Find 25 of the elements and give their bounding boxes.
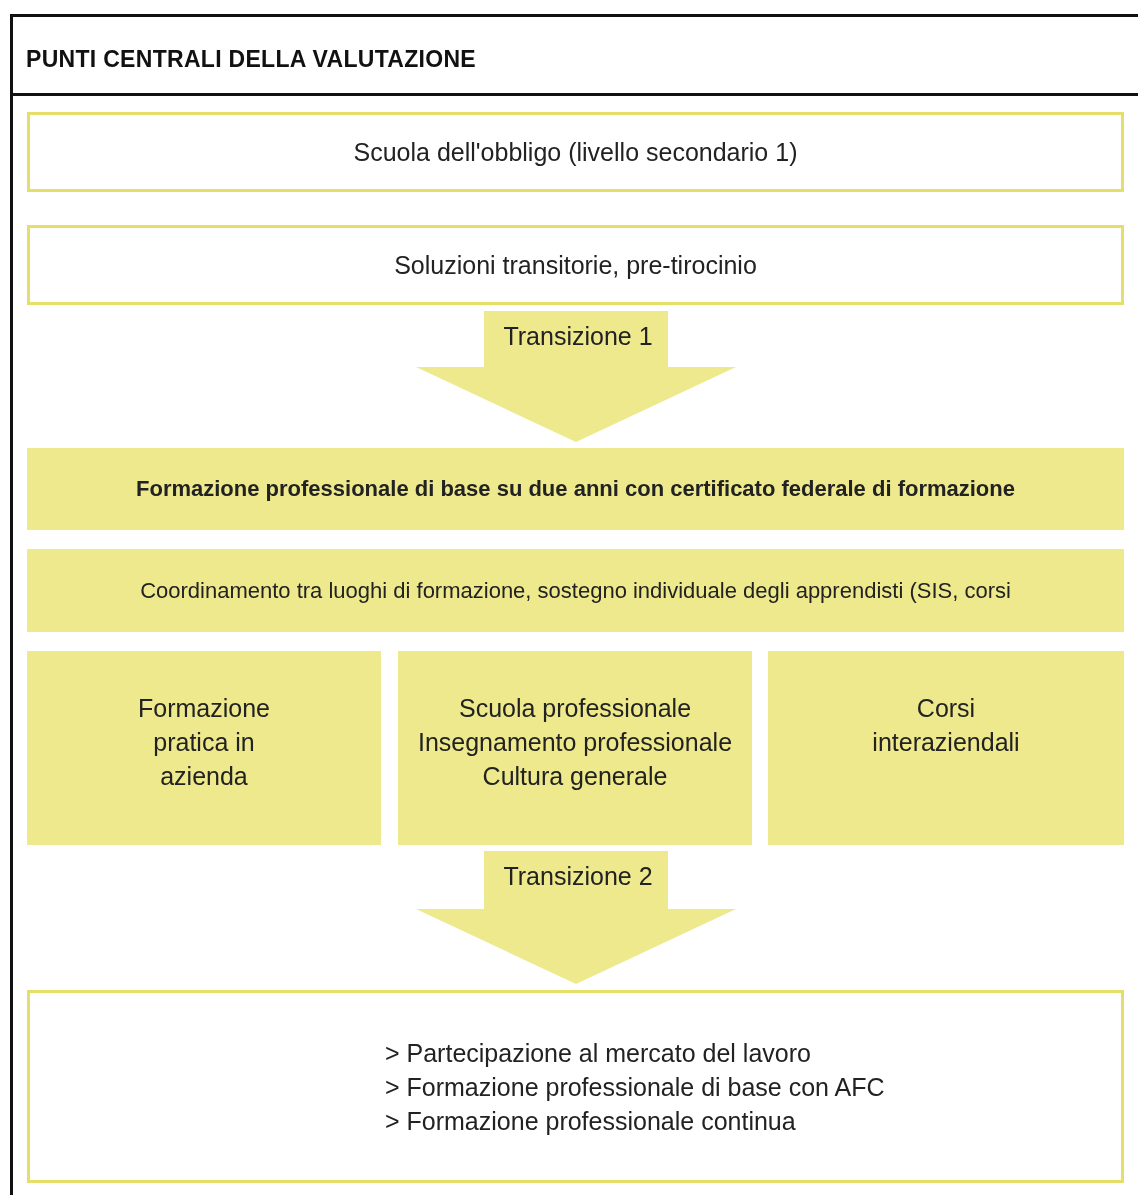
outlined-box (27, 112, 1124, 192)
filled-box (27, 448, 1124, 530)
box-text: Formazione professionale di base su due anni con certificato federale di formazione (136, 475, 1015, 504)
box-text: Scuola professionale (458, 693, 692, 724)
edge-label: Transizione 1 (503, 321, 653, 351)
outlined-box (27, 225, 1124, 305)
filled-box (768, 651, 1124, 845)
block-arrow (416, 851, 736, 984)
box-text: Soluzioni transitorie, pre-tirocinio (394, 250, 757, 281)
box-text: Coordinamento tra luoghi di formazione, sostegno individuale degli apprendisti (SIS, corsi (140, 576, 1011, 605)
box-text: > Formazione professionale continua (385, 1105, 796, 1137)
box-text: Corsi interaziendali (871, 693, 1021, 758)
block-arrow (416, 311, 736, 442)
box-text: Insegnamento professionale (417, 727, 733, 758)
box-text: > Formazione professionale di base con AFC (385, 1071, 885, 1103)
filled-box (27, 651, 381, 845)
box-text: Cultura generale (482, 761, 668, 792)
filled-box (27, 549, 1124, 632)
title: PUNTI CENTRALI DELLA VALUTAZIONE (26, 46, 476, 73)
filled-box (398, 651, 752, 845)
edge-label: Transizione 2 (503, 861, 653, 891)
box-text: > Partecipazione al mercato del lavoro (385, 1037, 811, 1069)
outlined-box (27, 990, 1124, 1183)
box-text: Scuola dell'obbligo (livello secondario 1) (353, 137, 798, 168)
box-text: Formazione pratica in azienda (137, 693, 271, 792)
